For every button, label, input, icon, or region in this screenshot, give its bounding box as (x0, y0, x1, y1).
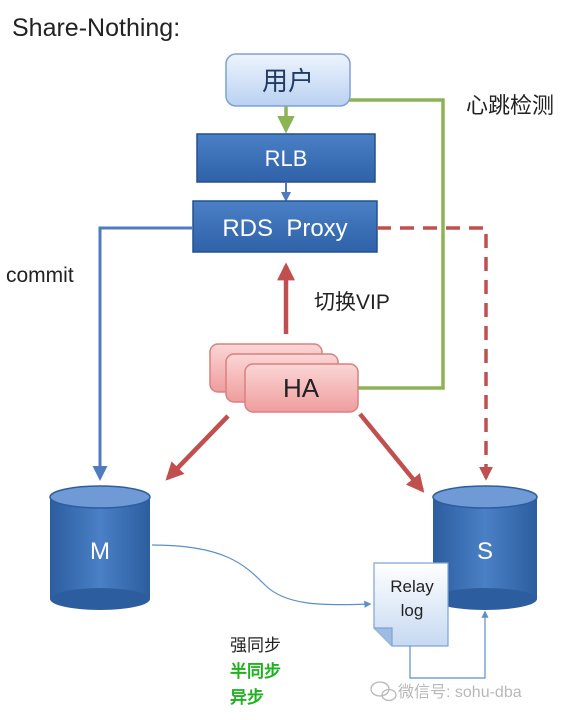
relay-log-label-line1: Relay (390, 577, 434, 596)
ha-to-slave-arrow (358, 412, 425, 493)
ha-to-master-arrow (165, 414, 230, 481)
strong-sync-label: 强同步 (230, 636, 281, 655)
relay-log-label-line2: log (401, 601, 424, 620)
relay-log-document (373, 562, 449, 647)
user-box (225, 53, 351, 107)
watermark: 微信号: sohu-dba (398, 684, 522, 701)
proxy-to-slave-dashed-arrow (377, 226, 493, 481)
commit-label: commit (6, 264, 74, 287)
diagram-title: Share-Nothing: (12, 14, 181, 42)
semi-sync-label: 半同步 (230, 662, 281, 681)
master-label: M (90, 538, 110, 565)
heartbeat-line (277, 98, 445, 390)
heartbeat-label: 心跳检测 (466, 93, 555, 118)
commit-arrow (92, 226, 193, 481)
ha-label: HA (283, 373, 320, 403)
slave-label: S (477, 538, 493, 565)
rlb-box (196, 133, 376, 183)
wechat-icon (370, 681, 397, 702)
apply-loop-arrow (409, 610, 489, 679)
switch-vip-label: 切换VIP (314, 291, 390, 314)
rlb-label: RLB (265, 146, 308, 171)
rds-proxy-label: RDS Proxy (222, 215, 347, 242)
user-label: 用户 (262, 66, 314, 96)
ha-box-front (244, 363, 359, 413)
replication-curve (151, 544, 372, 608)
async-label: 异步 (230, 688, 264, 707)
master-db-cylinder (49, 485, 151, 610)
slave-db-cylinder (432, 485, 538, 610)
